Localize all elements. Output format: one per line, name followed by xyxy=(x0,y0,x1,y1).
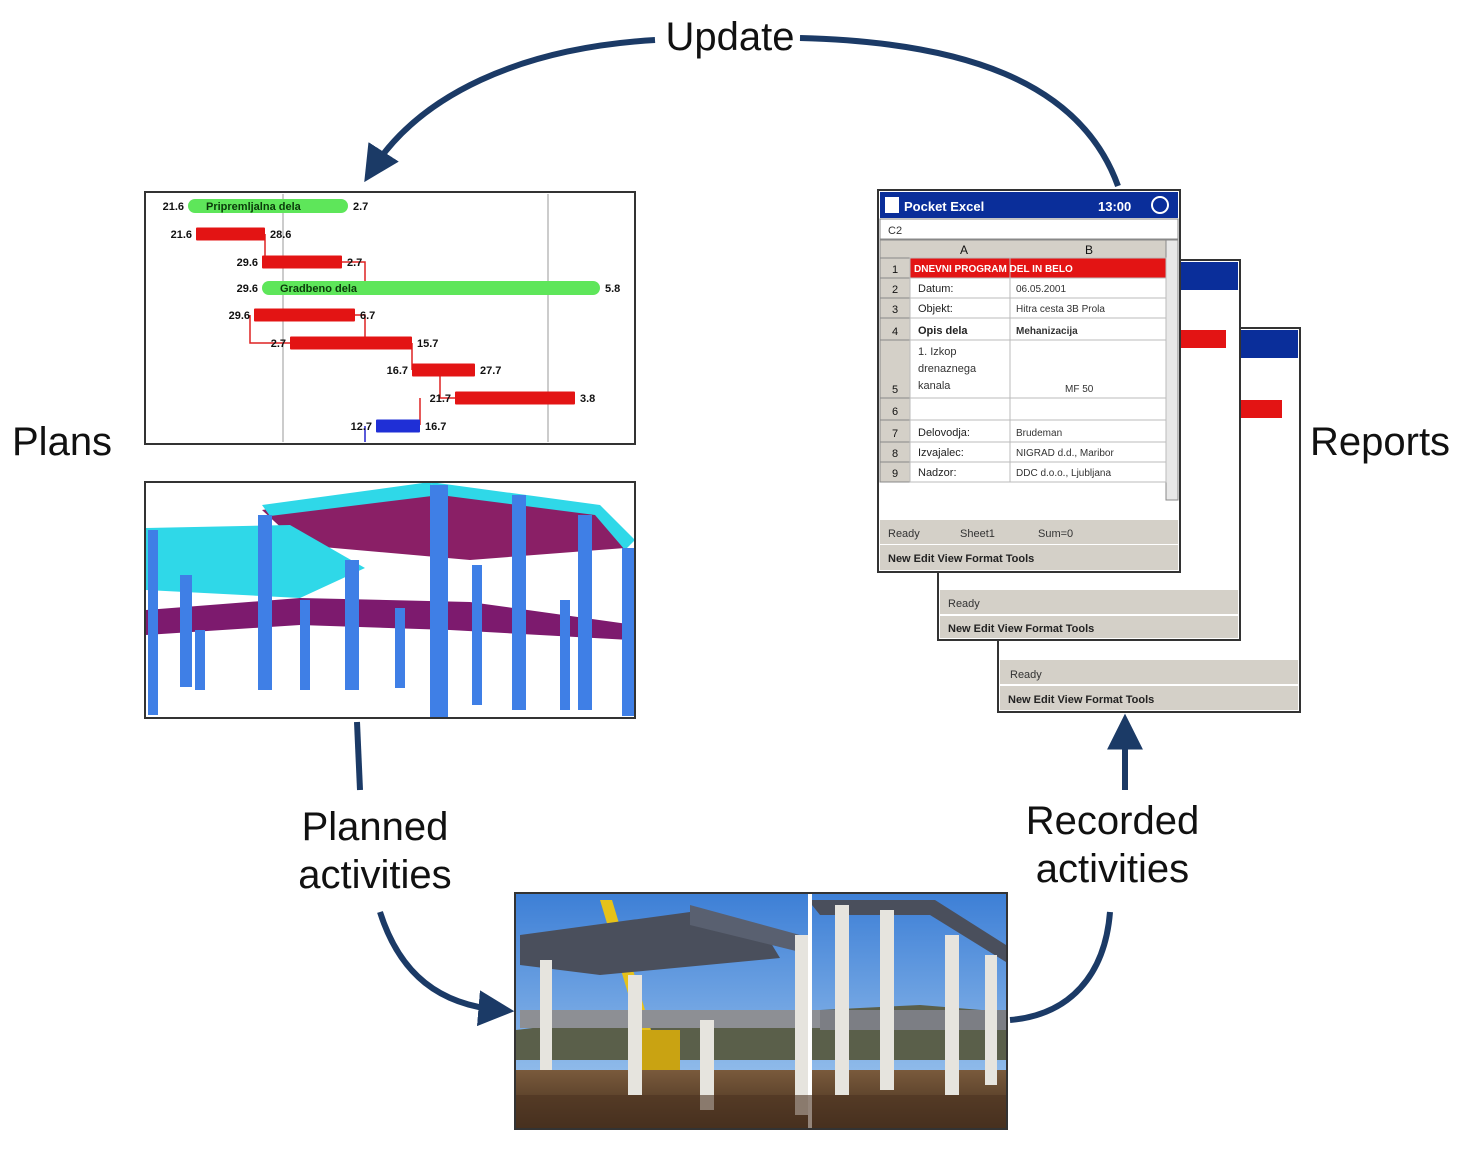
row-number: 6 xyxy=(892,406,898,418)
gantt-start-date: 21.6 xyxy=(171,229,192,241)
cell-a-text: 1. Izkop xyxy=(918,346,957,358)
menu-bar[interactable]: New Edit View Format Tools xyxy=(888,553,1034,565)
cell-a-text: Datum: xyxy=(918,283,953,295)
menu-text-middle: New Edit View Format Tools xyxy=(948,623,1094,635)
gantt-start-date: 21.6 xyxy=(163,201,184,213)
cell-b-text: Mehanizacija xyxy=(1016,326,1078,337)
cell-a-text: Nadzor: xyxy=(918,467,957,479)
cell-a-text: Delovodja: xyxy=(918,427,970,439)
gantt-end-date: 27.7 xyxy=(480,365,501,377)
gantt-start-date: 16.7 xyxy=(387,365,408,377)
planned-line-2: activities xyxy=(298,853,452,897)
construction-site-photo xyxy=(514,892,1008,1130)
status-text-back: Ready xyxy=(1010,669,1042,681)
cell-a-text: Opis dela xyxy=(918,325,968,337)
cell-b-text: Hitra cesta 3B Prola xyxy=(1016,304,1105,315)
close-icon[interactable] xyxy=(1151,196,1169,214)
cell-a-text: Izvajalec: xyxy=(918,447,964,459)
row-number: 9 xyxy=(892,468,898,480)
col-b-header: B xyxy=(1085,243,1093,257)
gantt-task-label: Pripremljalna dela xyxy=(206,201,302,213)
row-number: 3 xyxy=(892,304,898,316)
cell-a-text: drenaznega xyxy=(918,363,977,375)
gantt-start-date: 29.6 xyxy=(237,257,258,269)
gantt-bar xyxy=(412,363,475,377)
sum-selector[interactable]: Sum=0 xyxy=(1038,528,1073,540)
cyan-beam-right xyxy=(430,483,634,550)
recorded-line xyxy=(1009,911,1113,1023)
planned-arrow xyxy=(377,911,515,1027)
row-number: 1 xyxy=(892,264,898,276)
cyan-beam-top xyxy=(262,483,440,516)
menu-text-back: New Edit View Format Tools xyxy=(1008,694,1154,706)
gantt-start-date: 12.7 xyxy=(351,421,372,433)
row-number: 2 xyxy=(892,284,898,296)
gantt-bar xyxy=(290,336,412,350)
update-arrow-head xyxy=(364,37,656,183)
row-number: 8 xyxy=(892,448,898,460)
cell-a-text: Objekt: xyxy=(918,303,953,315)
gantt-bar xyxy=(262,281,600,295)
cell-a[interactable] xyxy=(909,397,1011,421)
cell-b-text: 06.05.2001 xyxy=(1016,284,1066,295)
gantt-end-date: 5.8 xyxy=(605,283,620,295)
gantt-end-date: 2.7 xyxy=(353,201,368,213)
vertical-scrollbar[interactable] xyxy=(1165,239,1179,501)
sheet-selector[interactable]: Sheet1 xyxy=(960,528,995,540)
status-text-middle: Ready xyxy=(948,598,980,610)
gantt-bar xyxy=(455,391,575,405)
cell-b-text: DDC d.o.o., Ljubljana xyxy=(1016,468,1111,479)
gantt-end-date: 16.7 xyxy=(425,421,446,433)
row-number: 4 xyxy=(892,326,898,338)
recorded-line-2: activities xyxy=(1035,847,1190,891)
gantt-chart: 21.6 2.7 Pripremljalna dela 21.6 28.6 29.6 2.7… xyxy=(144,191,636,445)
cell-b[interactable] xyxy=(1009,397,1167,421)
planned-line-1: Planned xyxy=(301,805,449,849)
gantt-end-date: 2.7 xyxy=(347,257,362,269)
cell-b[interactable] xyxy=(1009,461,1167,483)
gantt-start-date: 29.6 xyxy=(229,310,250,322)
gantt-bar xyxy=(262,255,342,269)
row-number: 7 xyxy=(892,428,898,440)
row-number: 5 xyxy=(892,384,898,396)
cell-a-text: DNEVNI PROGRAM DEL IN BELO xyxy=(914,264,1073,275)
gantt-bar xyxy=(254,308,355,322)
gantt-start-date: 2.7 xyxy=(271,338,286,350)
cyan-roof-left xyxy=(146,525,365,598)
recorded-line-1: Recorded xyxy=(1025,799,1200,843)
gantt-end-date: 6.7 xyxy=(360,310,375,322)
pocket-excel-title: Pocket Excel xyxy=(904,199,984,214)
gantt-task-label: Gradbeno dela xyxy=(280,283,358,295)
planned-activities-label: Planned activities xyxy=(260,803,490,899)
gantt-end-date: 15.7 xyxy=(417,338,438,350)
pocket-excel-time: 13:00 xyxy=(1098,199,1131,214)
plans-label: Plans xyxy=(12,420,113,464)
cell-b[interactable] xyxy=(1009,339,1167,399)
cell-a-text: kanala xyxy=(918,380,951,392)
reports-label: Reports xyxy=(1310,420,1451,464)
gantt-start-date: 29.6 xyxy=(237,283,258,295)
gantt-end-date: 28.6 xyxy=(270,229,291,241)
status-text: Ready xyxy=(888,528,920,540)
pocket-excel-window-front: Pocket Excel 13:00 C2 A B 1 DNEVNI PROGRA… xyxy=(877,189,1181,573)
cell-b-text: MF 50 xyxy=(1065,384,1094,395)
gantt-bar xyxy=(188,199,348,213)
cell-ref[interactable]: C2 xyxy=(888,225,902,237)
col-a-header: A xyxy=(960,243,968,257)
update-label: Update xyxy=(665,15,795,59)
gantt-bar xyxy=(376,419,420,433)
structure-3d-model xyxy=(144,481,636,719)
cell-b-text: NIGRAD d.d., Maribor xyxy=(1016,448,1114,459)
gantt-start-date: 21.7 xyxy=(430,393,451,405)
plans-down-line xyxy=(354,721,363,791)
cell-b-text: Brudeman xyxy=(1016,428,1062,439)
gantt-end-date: 3.8 xyxy=(580,393,595,405)
recorded-activities-label: Recorded activities xyxy=(1000,797,1225,893)
gantt-bar xyxy=(196,227,265,241)
update-arrow xyxy=(799,35,1121,188)
